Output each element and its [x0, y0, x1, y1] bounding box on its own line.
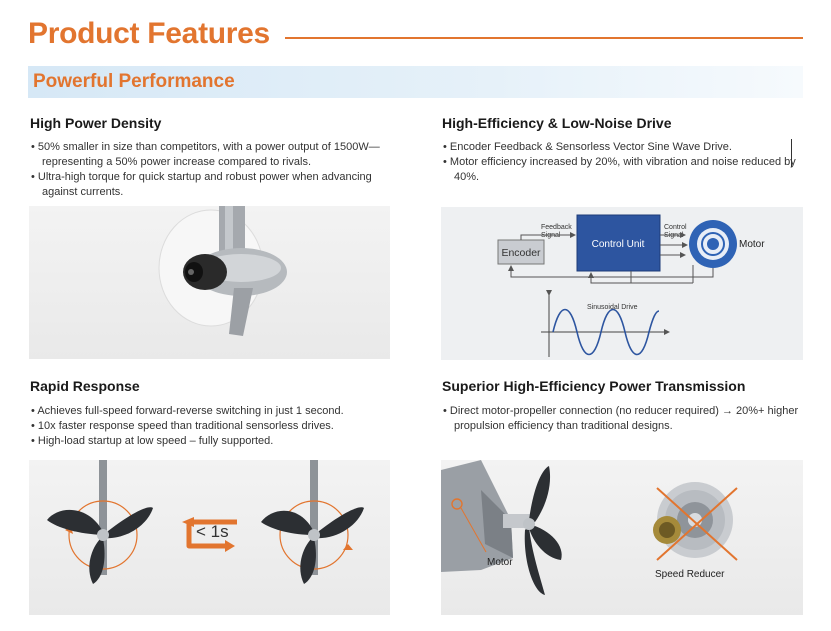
page-title: Product Features [28, 17, 270, 50]
section-title: Powerful Performance [33, 71, 235, 92]
control-signal-label-1: Control [664, 224, 687, 231]
title-divider [285, 37, 803, 39]
propeller-reversal-illustration: < 1s [47, 460, 364, 584]
bullet-item: High-load startup at low speed – fully s… [31, 434, 401, 449]
outboard-motor-illustration [158, 206, 287, 336]
feature-title-power-density: High Power Density [30, 115, 162, 131]
motor-label: Motor [487, 557, 513, 568]
feedback-signal-label-1: Feedback [541, 224, 572, 231]
bullet-item: Ultra-high torque for quick startup and … [31, 170, 391, 200]
feature-title-rapid-response: Rapid Response [30, 378, 140, 394]
bullet-item: 10x faster response speed than tradition… [31, 419, 401, 434]
bullet-item: Encoder Feedback & Sensorless Vector Sin… [443, 140, 798, 155]
propeller-reversal-photo: < 1s [29, 460, 390, 615]
feature-bullets-rapid-response: Achieves full-speed forward-reverse swit… [31, 404, 401, 449]
control-unit-label: Control Unit [592, 239, 645, 250]
time-label: < 1s [196, 522, 229, 541]
direct-drive-photo: Motor Speed Reducer [441, 460, 803, 615]
sinusoidal-drive-label: Sinusoidal Drive [587, 304, 638, 311]
motor-photo [29, 206, 390, 359]
direct-drive-illustration: Motor Speed Reducer [441, 460, 738, 595]
bullet-item: Direct motor-propeller connection (no re… [443, 404, 803, 434]
encoder-box [497, 239, 545, 265]
feature-bullets-low-noise: Encoder Feedback & Sensorless Vector Sin… [443, 140, 798, 185]
bullet-item: 50% smaller in size than competitors, wi… [31, 140, 391, 170]
control-diagram: Encoder Control Unit Motor Feedback Sign… [441, 207, 803, 360]
bullet-item: Motor efficiency increased by 20%, with … [443, 155, 798, 185]
speed-reducer-label: Speed Reducer [655, 569, 725, 580]
encoder-label: Encoder [501, 247, 541, 259]
section-banner [28, 66, 803, 98]
feature-title-low-noise: High-Efficiency & Low-Noise Drive [442, 115, 672, 131]
text-cursor-line [791, 139, 792, 167]
feature-bullets-power-transmission: Direct motor-propeller connection (no re… [443, 404, 803, 434]
feature-title-power-transmission: Superior High-Efficiency Power Transmiss… [442, 378, 746, 394]
feature-bullets-power-density: 50% smaller in size than competitors, wi… [31, 140, 391, 200]
control-diagram-svg: Encoder Control Unit Motor Feedback Sign… [497, 214, 765, 357]
bullet-item: Achieves full-speed forward-reverse swit… [31, 404, 401, 419]
control-unit-box [576, 214, 661, 272]
motor-label: Motor [739, 239, 765, 250]
